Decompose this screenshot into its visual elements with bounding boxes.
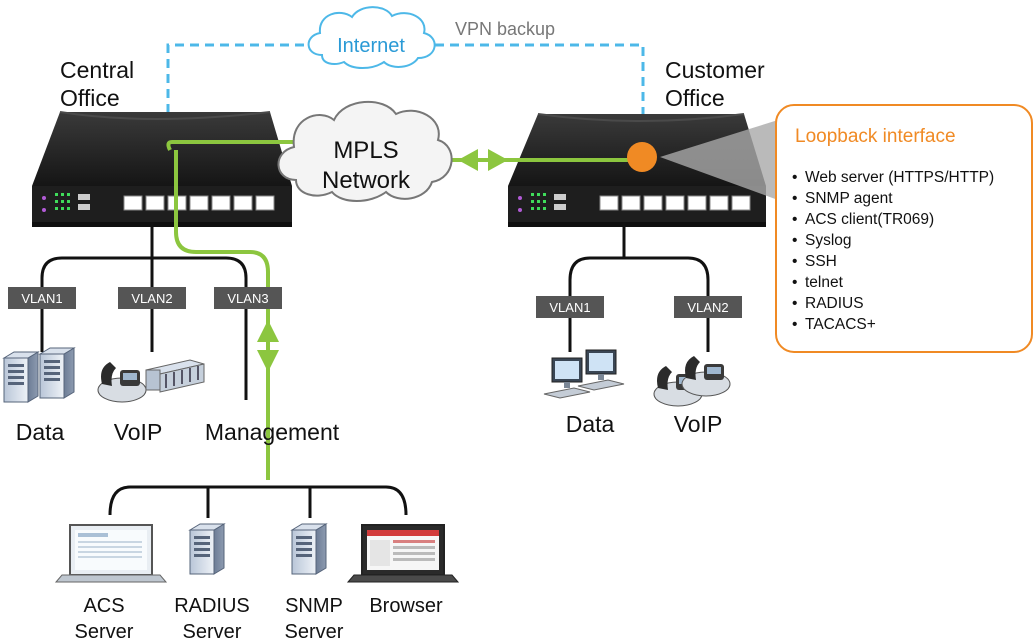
loopback-title: Loopback interface [795, 126, 956, 147]
browser-laptop-icon [346, 524, 460, 583]
mpls-label-1: MPLS [333, 137, 398, 164]
central-voip-phone-icon [97, 361, 147, 403]
central-management-label: Management [205, 419, 340, 445]
central-data-server-icon [3, 347, 75, 403]
loopback-item-label: telnet [805, 274, 844, 291]
customer-data-pc-icon [543, 349, 625, 399]
vpn-backup-label: VPN backup [455, 19, 555, 39]
loopback-callout-box [775, 104, 1033, 353]
loopback-item-label: ACS client(TR069) [805, 211, 934, 228]
customer-office-label-1: Customer [665, 57, 765, 83]
loopback-item-label: Web server (HTTPS/HTTP) [805, 169, 994, 186]
management-lan-lines [108, 485, 408, 518]
customer-voip-phone-icon [653, 355, 731, 407]
loopback-item-label: TACACS+ [805, 316, 876, 333]
loopback-item-bullet: • [792, 274, 797, 291]
customer-vlan2-tag [674, 296, 742, 318]
mpls-cloud-icon [277, 101, 453, 202]
central-router-icon [32, 111, 292, 227]
central-vlan2-label: VLAN2 [131, 291, 172, 306]
central-data-label: Data [16, 419, 65, 445]
central-voip-gateway-icon [145, 359, 205, 393]
customer-voip-label: VoIP [674, 411, 723, 437]
management-path-central [174, 150, 270, 480]
customer-router-icon [508, 113, 766, 227]
loopback-item-label: RADIUS [805, 295, 864, 312]
loopback-item-bullet: • [792, 190, 797, 207]
snmp-server-icon [291, 523, 327, 575]
acs-server-label-2: Server [75, 621, 134, 643]
customer-vlan2-label: VLAN2 [687, 300, 728, 315]
central-vlan2-tag [118, 287, 186, 309]
loopback-item-bullet: • [792, 253, 797, 270]
snmp-server-label-1: SNMP [285, 595, 343, 617]
loopback-item-list: • Web server (HTTPS/HTTP) • SNMP agent •… [792, 169, 994, 333]
radius-server-icon [189, 523, 225, 575]
acs-server-laptop-icon [54, 524, 168, 583]
internet-label: Internet [337, 35, 405, 57]
loopback-item-label: Syslog [805, 232, 852, 249]
central-office-label-1: Central [60, 57, 134, 83]
central-vlan3-tag [214, 287, 282, 309]
customer-lan-lines [568, 222, 710, 352]
customer-data-label: Data [566, 411, 615, 437]
loopback-item-bullet: • [792, 316, 797, 333]
loopback-item-label: SSH [805, 253, 837, 270]
mpls-label-2: Network [322, 167, 411, 194]
customer-office-label-2: Office [665, 85, 725, 111]
customer-vlan1-label: VLAN1 [549, 300, 590, 315]
loopback-item-bullet: • [792, 169, 797, 186]
loopback-item-bullet: • [792, 211, 797, 228]
central-vlan1-label: VLAN1 [21, 291, 62, 306]
vpn-backup-line-left [166, 43, 330, 143]
radius-server-label-2: Server [183, 621, 242, 643]
loopback-item-label: SNMP agent [805, 190, 893, 207]
acs-server-label-1: ACS [83, 595, 124, 617]
central-voip-label: VoIP [114, 419, 163, 445]
central-office-label-2: Office [60, 85, 120, 111]
loopback-pointer [660, 120, 778, 200]
customer-vlan1-tag [536, 296, 604, 318]
internet-cloud-icon [307, 6, 436, 69]
browser-label: Browser [369, 595, 443, 617]
loopback-item-bullet: • [792, 232, 797, 249]
snmp-server-label-2: Server [285, 621, 344, 643]
vertical-arrow-icon [257, 320, 279, 372]
central-vlan1-tag [8, 287, 76, 309]
radius-server-label-1: RADIUS [174, 595, 250, 617]
loopback-item-bullet: • [792, 295, 797, 312]
central-vlan3-label: VLAN3 [227, 291, 268, 306]
loopback-interface-marker [627, 142, 657, 172]
bidirectional-arrow-icon [458, 149, 508, 171]
